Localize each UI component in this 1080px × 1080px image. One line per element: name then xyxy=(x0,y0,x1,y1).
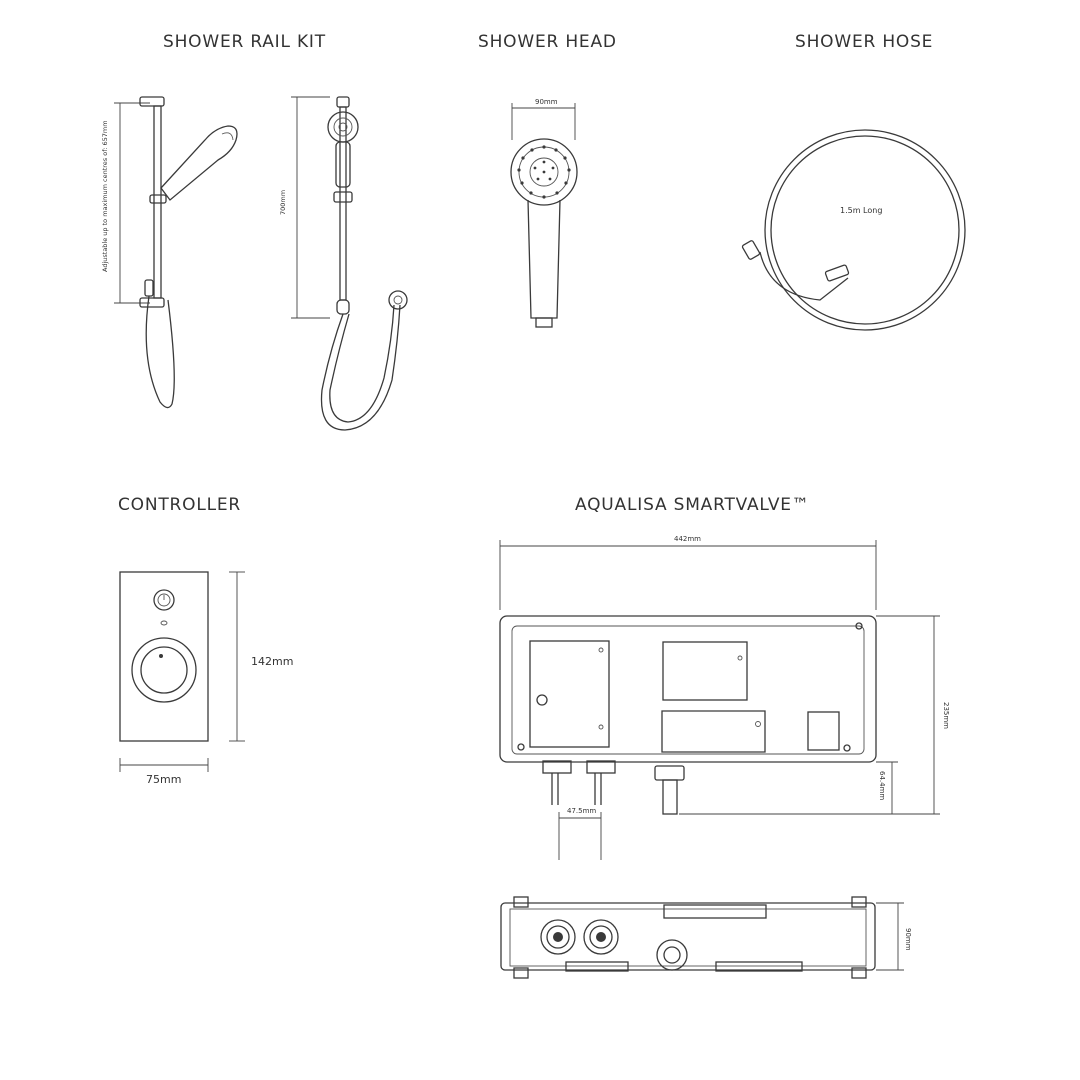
valve-outlet-label: 64.4mm xyxy=(878,771,886,800)
valve-width-label: 442mm xyxy=(674,535,701,543)
controller-width-label: 75mm xyxy=(146,773,181,786)
rail-adjust-label: Adjustable up to maximum centres of: 657… xyxy=(101,120,109,272)
power-icon xyxy=(153,589,175,611)
heading-controller: CONTROLLER xyxy=(118,495,242,515)
rail-kit-side-view: Adjustable up to maximum centres of: 657… xyxy=(101,96,238,409)
rail-height-label: 700mm xyxy=(279,190,287,215)
valve-inlet-spacing-label: 47.5mm xyxy=(567,807,596,815)
dial-icon xyxy=(131,637,197,703)
shower-hose-drawing: 1.5m Long xyxy=(741,129,966,331)
valve-depth-label: 90mm xyxy=(904,928,912,951)
spray-nozzles xyxy=(517,145,571,199)
smartvalve-front-view: 442mm 235mm 64.4mm xyxy=(499,535,950,860)
controller-height-label: 142mm xyxy=(251,655,293,668)
hose-length-label: 1.5m Long xyxy=(840,206,882,215)
controller-drawing: 142mm 75mm xyxy=(119,571,293,786)
heading-aqualisa-smartvalve: AQUALISA SMARTVALVE™ xyxy=(575,495,810,515)
valve-height-label: 235mm xyxy=(942,702,950,729)
rail-kit-front-view: 700mm xyxy=(279,96,408,431)
head-width-label: 90mm xyxy=(535,98,558,106)
heading-shower-head: SHOWER HEAD xyxy=(478,32,617,52)
heading-shower-hose: SHOWER HOSE xyxy=(795,32,934,52)
shower-head-drawing: 90mm xyxy=(510,98,578,328)
heading-shower-rail-kit: SHOWER RAIL KIT xyxy=(163,32,326,52)
smartvalve-bottom-view: 90mm xyxy=(500,896,912,979)
